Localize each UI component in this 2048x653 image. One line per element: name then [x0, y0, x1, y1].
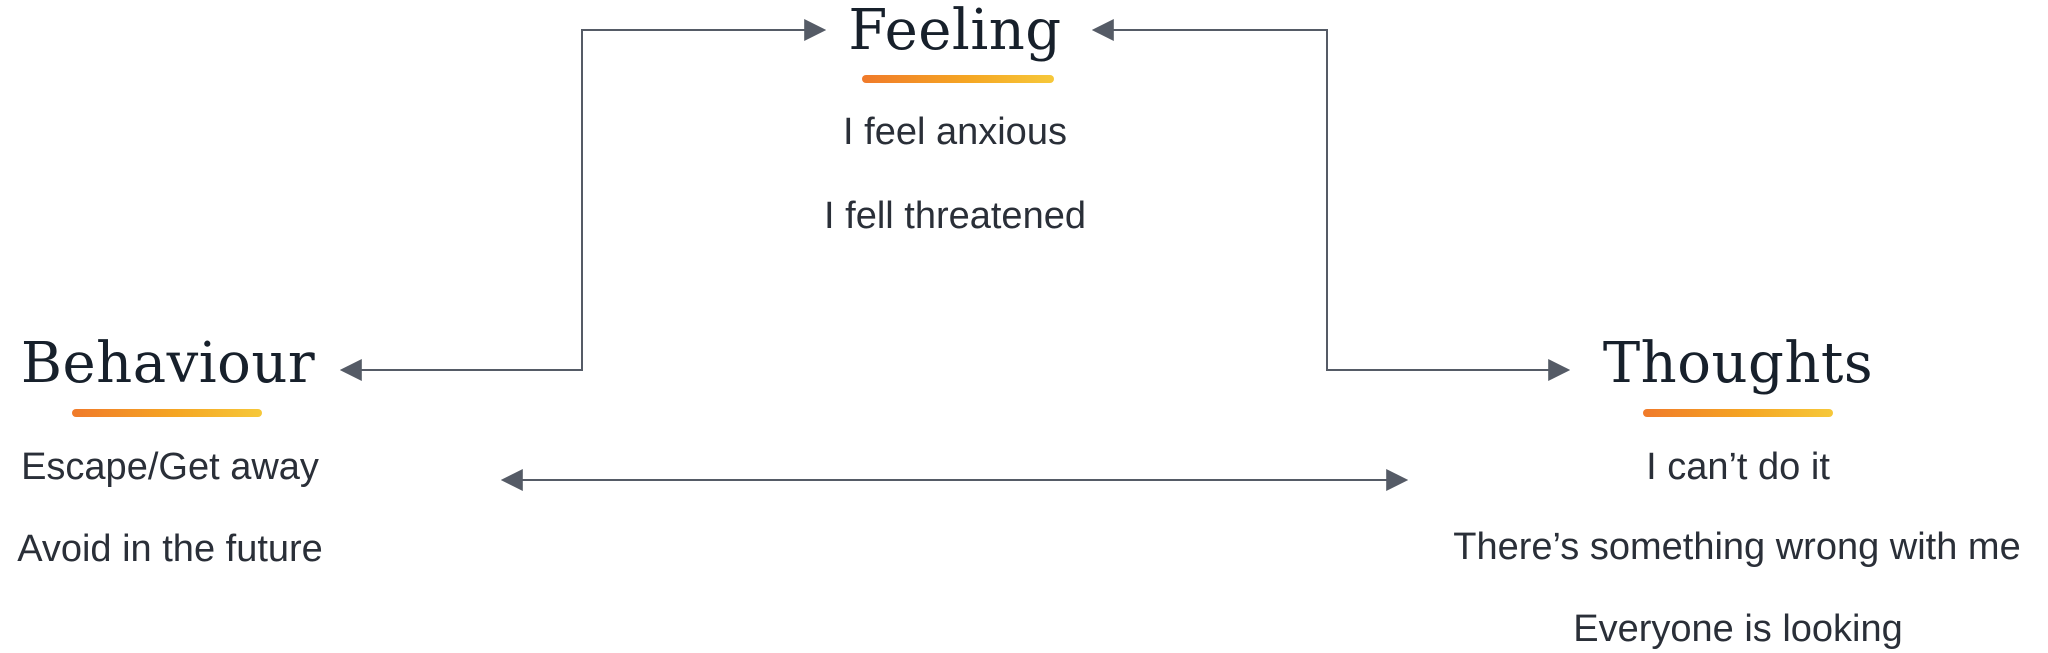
behaviour-item-2: Avoid in the future — [17, 528, 323, 570]
thoughts-item-1: I can’t do it — [1646, 446, 1830, 488]
feeling-title: Feeling — [848, 0, 1062, 63]
thoughts-item-3: Everyone is looking — [1573, 608, 1903, 650]
behaviour-underline — [72, 409, 262, 417]
thoughts-underline — [1643, 409, 1833, 417]
thoughts-item-2: There’s something wrong with me — [1453, 526, 2021, 568]
feeling-underline — [862, 75, 1054, 83]
thoughts-title: Thoughts — [1602, 331, 1874, 396]
feeling-item-2: I fell threatened — [824, 195, 1086, 237]
connector-feeling-thoughts — [1091, 19, 1571, 381]
feeling-item-1: I feel anxious — [843, 111, 1067, 153]
connector-behaviour-feeling — [339, 19, 827, 381]
behaviour-item-1: Escape/Get away — [21, 446, 319, 488]
behaviour-title: Behaviour — [20, 331, 316, 396]
